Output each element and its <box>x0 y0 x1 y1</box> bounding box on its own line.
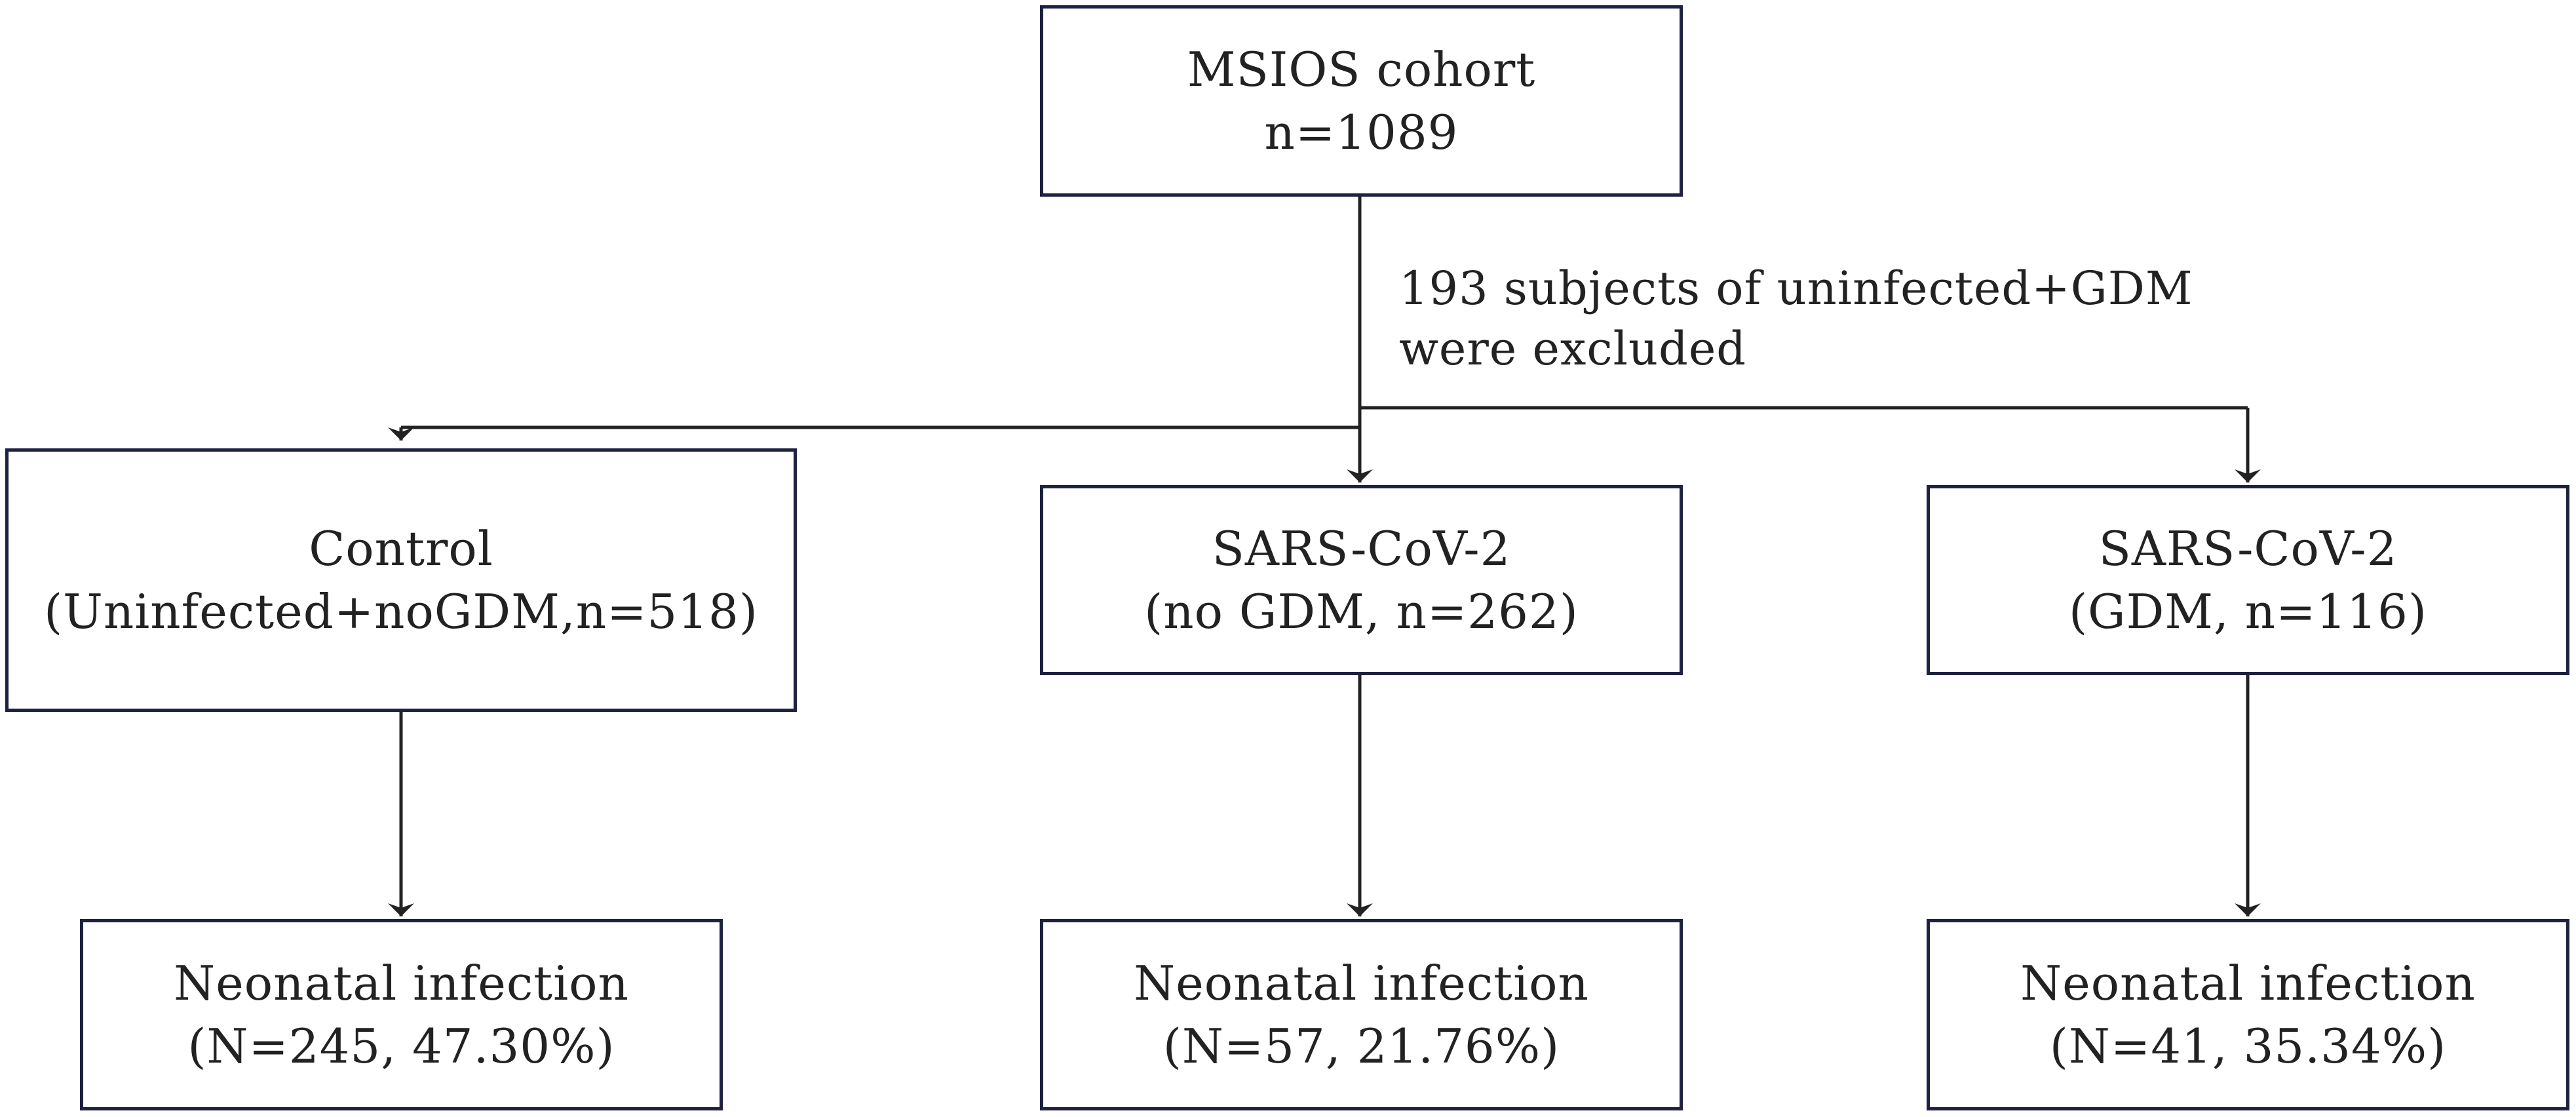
group-box-sars-gdm: SARS-CoV-2 (GDM, n=116) <box>1927 485 2569 675</box>
group-sars-no-gdm-title: SARS-CoV-2 <box>1212 521 1511 576</box>
cohort-box: MSIOS cohort n=1089 <box>1040 5 1683 197</box>
exclusion-note: 193 subjects of uninfected+GDM were excl… <box>1399 258 2193 379</box>
group-sars-gdm-title: SARS-CoV-2 <box>2098 521 2398 576</box>
group-sars-gdm-detail: (GDM, n=116) <box>2068 584 2428 639</box>
exclusion-note-line2: were excluded <box>1399 322 1747 376</box>
outcome-box-sars-gdm: Neonatal infection (N=41, 35.34%) <box>1927 919 2569 1110</box>
cohort-count: n=1089 <box>1264 105 1459 160</box>
outcome-box-control: Neonatal infection (N=245, 47.30%) <box>80 919 723 1110</box>
outcome-box-sars-no-gdm: Neonatal infection (N=57, 21.76%) <box>1040 919 1683 1110</box>
outcome-sars-gdm-title: Neonatal infection <box>2020 956 2476 1011</box>
group-sars-no-gdm-detail: (no GDM, n=262) <box>1144 584 1579 639</box>
group-control-title: Control <box>309 521 493 576</box>
group-control-detail: (Uninfected+noGDM,n=518) <box>44 584 758 639</box>
outcome-sars-gdm-detail: (N=41, 35.34%) <box>2049 1019 2447 1074</box>
outcome-control-detail: (N=245, 47.30%) <box>187 1019 615 1074</box>
exclusion-note-line1: 193 subjects of uninfected+GDM <box>1399 262 2193 315</box>
outcome-sars-no-gdm-title: Neonatal infection <box>1134 956 1589 1011</box>
outcome-sars-no-gdm-detail: (N=57, 21.76%) <box>1163 1019 1560 1074</box>
group-box-sars-no-gdm: SARS-CoV-2 (no GDM, n=262) <box>1040 485 1683 675</box>
cohort-title: MSIOS cohort <box>1187 42 1536 97</box>
group-box-control: Control (Uninfected+noGDM,n=518) <box>5 448 797 712</box>
outcome-control-title: Neonatal infection <box>174 956 629 1011</box>
